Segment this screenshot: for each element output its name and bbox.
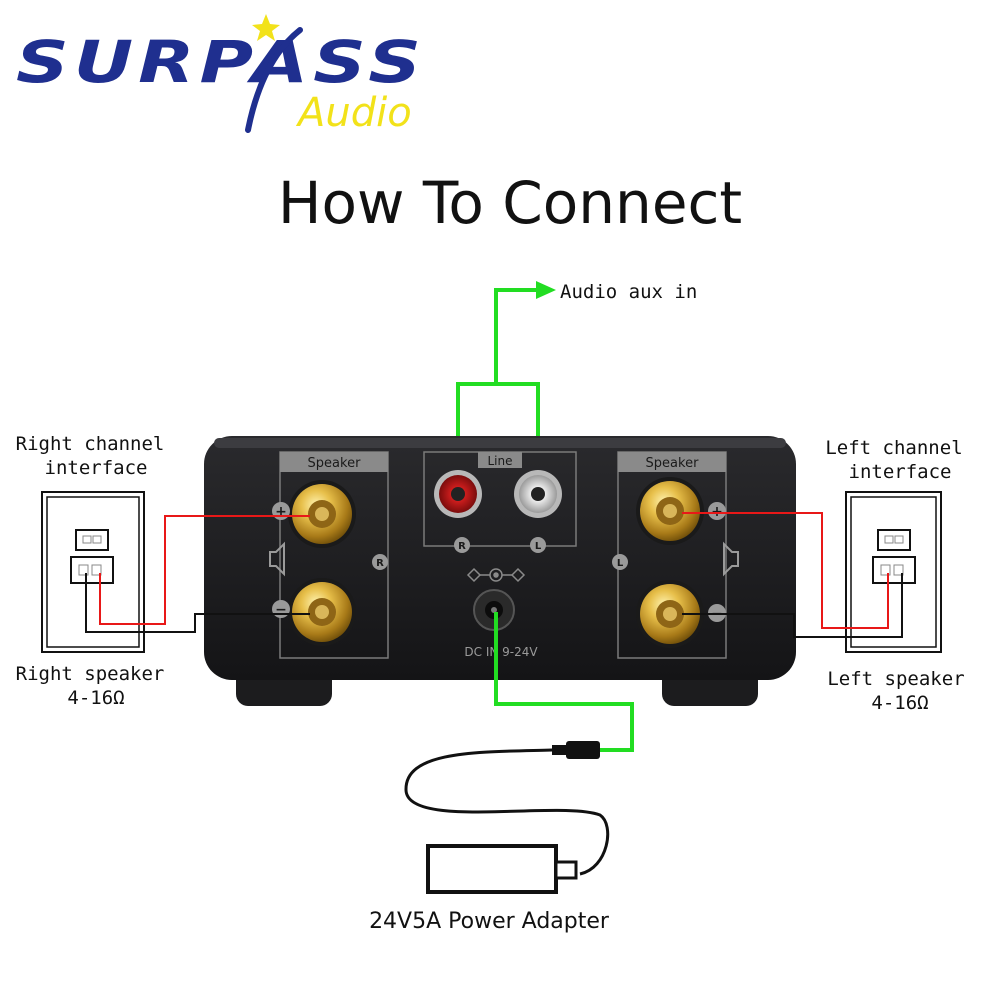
rca-right-label: R (458, 541, 466, 552)
dc-input-label: DC IN 9-24V (464, 645, 538, 659)
right-channel-interface (41, 491, 145, 653)
left-positive-wire (682, 512, 889, 629)
line-input-label: Line (487, 454, 512, 468)
right-speaker-impedance: 4-16Ω (67, 687, 124, 709)
dc-plug (552, 741, 600, 759)
aux-arrow-icon (536, 281, 556, 299)
aux-signal-wire (456, 288, 540, 478)
dc-polarity-icon (466, 567, 526, 583)
amplifier-device: Speaker Speaker Line R L (204, 436, 796, 706)
rca-jack-right (434, 470, 482, 518)
left-speaker-label: Left speaker (827, 668, 964, 690)
negative-terminal-label: − (275, 602, 287, 618)
page-title: How To Connect (278, 169, 742, 237)
right-channel-label: interface (45, 457, 148, 479)
adapter-cable-boot (554, 860, 578, 880)
positive-terminal-label: + (275, 504, 287, 520)
speaker-icon (723, 541, 739, 577)
brand-logo: SURPASS Audio (16, 14, 426, 136)
binding-post-left-positive (636, 477, 704, 545)
right-speaker-label: Right speaker (16, 663, 165, 685)
right-channel-label: Right channel (16, 433, 165, 455)
power-adapter-label: 24V5A Power Adapter (369, 909, 610, 934)
binding-post-right-negative (288, 578, 356, 646)
brand-name: SURPASS (16, 28, 426, 96)
device-body (204, 436, 796, 680)
speaker-icon (269, 541, 285, 577)
dc-power-wire (494, 612, 634, 752)
speaker-panel-label: Speaker (308, 456, 362, 471)
dc-power-jack (473, 589, 515, 631)
aux-in-label: Audio aux in (560, 281, 697, 303)
left-channel-label: Left channel (825, 437, 962, 459)
power-adapter-icon (426, 844, 558, 894)
binding-post-right-positive (288, 480, 356, 548)
brand-swoosh (245, 27, 303, 133)
right-positive-wire (99, 515, 310, 625)
right-negative-wire (85, 573, 310, 633)
rca-jack-left (514, 470, 562, 518)
left-channel-interface (845, 491, 942, 653)
left-channel-label: interface (849, 461, 952, 483)
brand-star-icon (252, 14, 280, 41)
left-negative-wire (682, 573, 903, 638)
power-cable (404, 748, 610, 876)
rca-left-label: L (535, 541, 542, 552)
left-speaker-impedance: 4-16Ω (871, 692, 928, 714)
binding-post-left-negative (636, 580, 704, 648)
brand-sub: Audio (295, 90, 412, 136)
channel-right-label: R (376, 558, 384, 569)
channel-left-label: L (617, 558, 624, 569)
speaker-panel-label: Speaker (646, 456, 700, 471)
